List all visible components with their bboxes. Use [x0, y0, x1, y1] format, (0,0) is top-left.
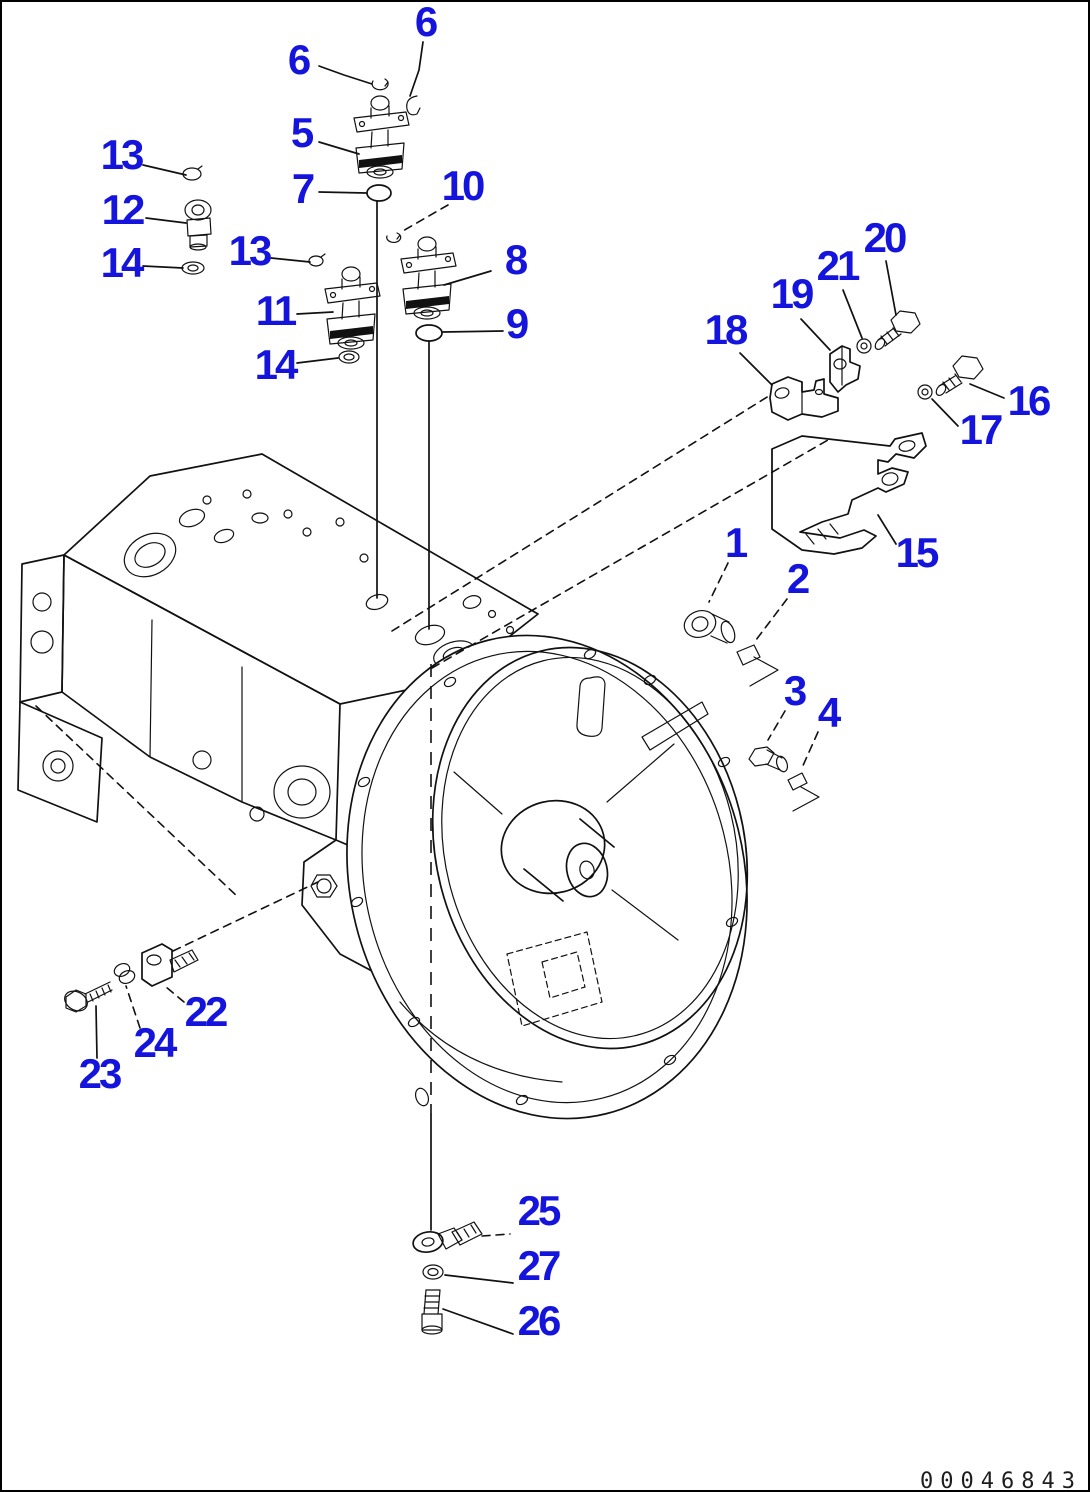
part-18-bracket — [770, 377, 838, 420]
part-callout-8: 8 — [504, 236, 528, 283]
part-callout-18: 18 — [704, 306, 749, 353]
part-4-shim — [788, 773, 819, 811]
construction-lines — [377, 200, 431, 1230]
part-20-bolt — [873, 311, 920, 351]
part-12-fitting — [185, 200, 211, 250]
part-7-pad — [367, 185, 391, 201]
part-25-terminal — [411, 1222, 482, 1254]
part-callout-9: 9 — [505, 300, 529, 347]
part-callout-12: 12 — [101, 186, 146, 233]
part-callout-15: 15 — [895, 529, 940, 576]
part-callout-6: 6 — [414, 0, 438, 45]
part-9-pad — [416, 325, 442, 341]
drawing-number: 00046843 — [920, 1469, 1082, 1492]
part-6-clip — [372, 79, 388, 90]
part-callout-25: 25 — [517, 1187, 562, 1234]
part-callout-5: 5 — [290, 109, 314, 156]
part-callout-21: 21 — [816, 242, 861, 289]
part-callout-20: 20 — [863, 214, 908, 261]
part-21-washer — [857, 339, 871, 353]
part-16-bolt — [934, 356, 983, 397]
pump-shaft-hub — [491, 790, 614, 904]
part-callout-13: 13 — [100, 131, 145, 178]
part-15-bracket — [772, 433, 926, 554]
part-3-plug — [749, 747, 789, 773]
part-14-oring — [182, 262, 204, 274]
part-10-clip — [387, 233, 401, 242]
part-17-washer — [918, 385, 932, 399]
flywheel-housing — [297, 593, 797, 1162]
part-callout-3: 3 — [783, 667, 807, 714]
part-5-valve — [354, 96, 409, 178]
part-22-clamp — [142, 944, 198, 986]
part-2-shim — [737, 645, 778, 686]
part-callout-23: 23 — [78, 1050, 123, 1097]
part-callout-24: 24 — [133, 1019, 178, 1066]
part-callout-6: 6 — [287, 36, 311, 83]
part-23-bolt — [61, 982, 112, 1015]
part-callout-11: 11 — [255, 287, 297, 334]
part-callout-26: 26 — [517, 1297, 562, 1344]
leader-lines-solid — [96, 42, 1004, 1334]
part-callout-10: 10 — [441, 162, 486, 209]
part-callout-22: 22 — [184, 988, 229, 1035]
part-14-oring-b — [339, 351, 359, 363]
part-callout-14: 14 — [254, 341, 299, 388]
part-callout-27: 27 — [517, 1242, 562, 1289]
part-callout-16: 16 — [1007, 377, 1052, 424]
part-6-hook — [407, 96, 420, 115]
part-callout-17: 17 — [959, 406, 1004, 453]
part-13-oring — [183, 166, 202, 180]
part-callout-19: 19 — [770, 270, 815, 317]
part-callout-7: 7 — [291, 165, 315, 212]
part-26-bolt — [422, 1290, 442, 1334]
part-24-washer — [112, 961, 137, 986]
part-1-plug — [681, 606, 738, 644]
part-callout-13: 13 — [228, 227, 273, 274]
part-callout-4: 4 — [817, 689, 841, 736]
part-callout-2: 2 — [786, 555, 810, 602]
part-27-washer — [423, 1265, 443, 1279]
flange-bolt-holes — [350, 648, 739, 1108]
part-13-oring-b — [309, 254, 325, 266]
part-callout-14: 14 — [100, 239, 145, 286]
leader-lines-dashed — [36, 205, 828, 1236]
part-callout-1: 1 — [724, 519, 748, 566]
part-19-bracket — [830, 346, 860, 392]
